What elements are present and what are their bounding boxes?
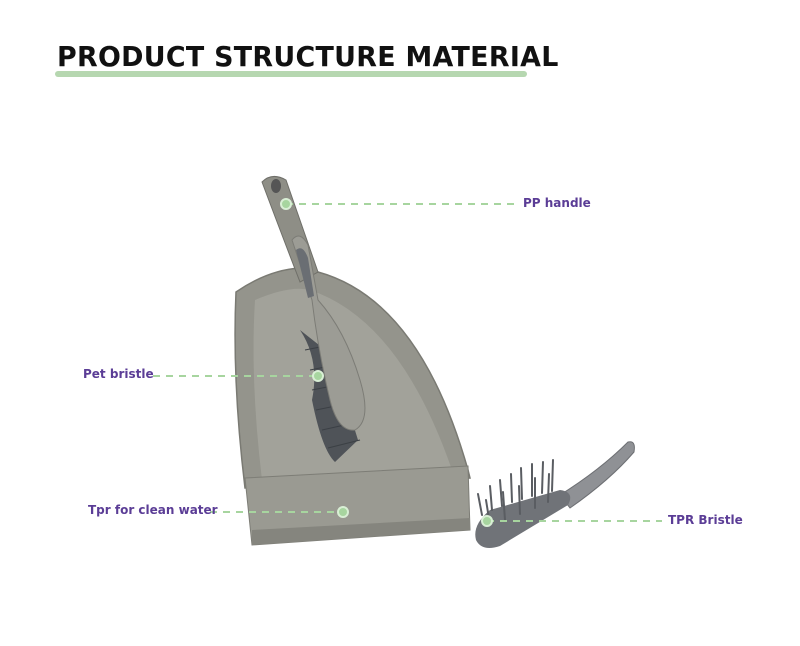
marker-dot-tpr-bristle <box>481 515 493 527</box>
label-pp-handle: PP handle <box>523 196 591 210</box>
marker-dot-tpr-clean-water <box>337 506 349 518</box>
tpr-brush <box>475 441 635 548</box>
page-title: PRODUCT STRUCTURE MATERIAL <box>57 40 559 73</box>
hand-brush <box>291 235 366 462</box>
label-tpr-bristle: TPR Bristle <box>668 513 743 527</box>
title-underline <box>55 71 527 77</box>
marker-dot-pp-handle <box>280 198 292 210</box>
label-tpr-clean-water: Tpr for clean water <box>88 503 218 517</box>
label-pet-bristle: Pet bristle <box>83 367 154 381</box>
marker-dot-pet-bristle <box>312 370 324 382</box>
